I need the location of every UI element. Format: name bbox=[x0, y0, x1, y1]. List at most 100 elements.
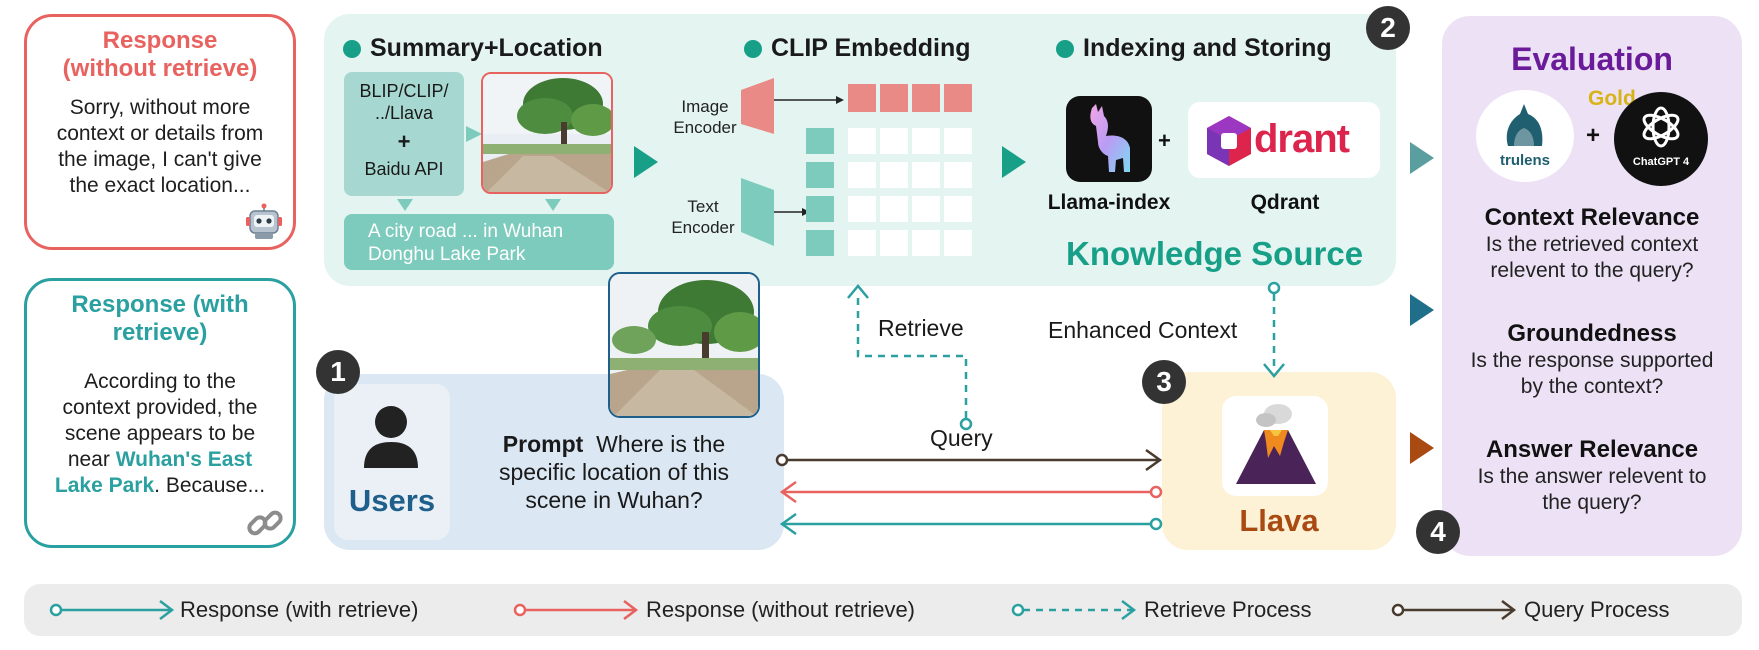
down-arrow-icon bbox=[397, 199, 413, 211]
metric-question: the query? bbox=[1542, 491, 1642, 514]
body-text: near bbox=[67, 448, 116, 471]
enhanced-context-label: Enhanced Context bbox=[1048, 317, 1238, 343]
clip-embedding-diagram bbox=[741, 78, 972, 256]
qdrant-wordmark: drant bbox=[1254, 117, 1350, 161]
legend-retrieve-label: Retrieve Process bbox=[1144, 597, 1312, 622]
legend-with-retrieve-arrow bbox=[49, 600, 175, 620]
legend-retrieve-arrow bbox=[1011, 600, 1137, 620]
image-encoder-shape bbox=[741, 78, 774, 134]
link-icon bbox=[247, 510, 283, 536]
qdrant-cube-icon bbox=[1207, 116, 1251, 166]
model-line: ../Llava bbox=[374, 103, 434, 123]
bullet-dot bbox=[744, 40, 762, 58]
llama-index-logo bbox=[1066, 96, 1152, 182]
body-line: near Wuhan's East bbox=[27, 447, 293, 473]
metric-title: Groundedness bbox=[1507, 320, 1677, 347]
query-label: Query bbox=[930, 425, 993, 451]
prompt-bold-label: Prompt bbox=[502, 431, 584, 457]
plus-sign: + bbox=[397, 129, 411, 154]
indexing-storing-title: Indexing and Storing bbox=[1056, 33, 1332, 63]
response-with-body: According to the context provided, the s… bbox=[27, 369, 293, 499]
trulens-label: trulens bbox=[1499, 152, 1550, 169]
legend-without-retrieve-arrow bbox=[513, 600, 639, 620]
step-badge-4: 4 bbox=[1416, 510, 1460, 554]
user-icon bbox=[364, 406, 418, 468]
section-label: Summary+Location bbox=[370, 34, 603, 62]
body-line: According to the bbox=[84, 370, 236, 393]
response-with-retrieve-box: Response (with retrieve) According to th… bbox=[24, 278, 296, 548]
street-photo bbox=[483, 74, 611, 192]
knowledge-source-label: Knowledge Source bbox=[1066, 235, 1364, 272]
metric-question: Is the answer relevent to bbox=[1477, 465, 1707, 488]
label-line: Image bbox=[681, 97, 729, 116]
prompt-line: Prompt Where is the bbox=[456, 430, 772, 458]
prompt-line: specific location of this bbox=[498, 459, 730, 485]
llama-index-label: Llama-index bbox=[1047, 191, 1171, 214]
captioning-models-box bbox=[344, 72, 464, 196]
label-line: Encoder bbox=[671, 218, 735, 237]
bullet-dot bbox=[343, 40, 361, 58]
metric-question: by the context? bbox=[1520, 375, 1664, 398]
legend-query-label: Query Process bbox=[1524, 597, 1670, 622]
body-text: . Because... bbox=[154, 474, 266, 497]
body-line: context or details from bbox=[56, 122, 264, 145]
evaluation-title: Evaluation bbox=[1511, 41, 1673, 77]
metric-title: Answer Relevance bbox=[1485, 436, 1699, 463]
gold-label: Gold bbox=[1588, 87, 1636, 110]
bullet-dot bbox=[1056, 40, 1074, 58]
llava-label: Llava bbox=[1239, 503, 1319, 538]
street-photo bbox=[610, 274, 758, 416]
llava-logo bbox=[1222, 396, 1328, 496]
metric-title: Context Relevance bbox=[1484, 204, 1700, 231]
image-encoder-label: Image Encoder bbox=[668, 96, 742, 138]
retrieve-label: Retrieve bbox=[878, 315, 964, 341]
title-line: retrieve) bbox=[112, 319, 208, 346]
metric-question: Is the retrieved context bbox=[1485, 233, 1699, 256]
body-line: Lake Park. Because... bbox=[27, 473, 293, 499]
text-encoder-label: Text Encoder bbox=[664, 196, 742, 238]
step-badge-3: 3 bbox=[1142, 360, 1186, 404]
text-encoder-shape bbox=[741, 178, 774, 246]
qdrant-logo: drant bbox=[1188, 102, 1380, 178]
model-line: BLIP/CLIP/ bbox=[359, 81, 449, 101]
users-label: Users bbox=[348, 483, 436, 518]
metric-question: Is the response supported bbox=[1470, 349, 1714, 372]
captioning-models-text: BLIP/CLIP/ ../Llava + Baidu API bbox=[344, 80, 464, 180]
query-photo bbox=[608, 272, 760, 418]
body-line: the image, I can't give bbox=[58, 148, 262, 171]
body-line: the exact location... bbox=[69, 174, 251, 197]
summary-location-title: Summary+Location bbox=[343, 33, 603, 63]
metric-context-relevance: Context Relevance Is the retrieved conte… bbox=[1442, 204, 1742, 284]
location-caption-box: A city road ... in Wuhan Donghu Lake Par… bbox=[344, 214, 614, 270]
step-badge-2: 2 bbox=[1366, 6, 1410, 50]
body-line: scene appears to be bbox=[64, 422, 256, 445]
highlight-text: Lake Park bbox=[54, 474, 155, 497]
plus-sign: + bbox=[1586, 122, 1601, 149]
step-badge-1: 1 bbox=[316, 350, 360, 394]
response-without-retrieve-box: Response (without retrieve) Sorry, witho… bbox=[24, 14, 296, 250]
legend-with-retrieve-label: Response (with retrieve) bbox=[180, 597, 419, 622]
prompt-line: scene in Wuhan? bbox=[525, 487, 703, 513]
flow-arrow-icon bbox=[1002, 146, 1026, 178]
down-arrow-icon bbox=[545, 199, 561, 211]
title-line: Response bbox=[102, 27, 218, 54]
label-line: Text bbox=[687, 197, 719, 216]
chatgpt-logo: ChatGPT 4 bbox=[1614, 92, 1708, 186]
body-line: Sorry, without more bbox=[69, 96, 251, 119]
plus-sign: + bbox=[1158, 128, 1171, 153]
metric-groundedness: Groundedness Is the response supported b… bbox=[1442, 320, 1742, 400]
clip-embedding-title: CLIP Embedding bbox=[744, 33, 971, 63]
title-line: Response (with bbox=[71, 291, 249, 318]
flow-arrow-icon bbox=[634, 146, 658, 178]
baidu-api-label: Baidu API bbox=[364, 159, 444, 179]
prompt-words: Where is the bbox=[596, 431, 726, 457]
legend-without-retrieve-label: Response (without retrieve) bbox=[646, 597, 916, 622]
caption-line: A city road ... in Wuhan bbox=[368, 221, 564, 242]
response-with-title: Response (with retrieve) bbox=[27, 291, 293, 347]
legend-query-arrow bbox=[1391, 600, 1517, 620]
trulens-logo: trulens bbox=[1476, 90, 1574, 182]
section-label: CLIP Embedding bbox=[771, 34, 971, 62]
title-line: (without retrieve) bbox=[62, 55, 258, 82]
trulens-icon bbox=[1506, 104, 1543, 146]
